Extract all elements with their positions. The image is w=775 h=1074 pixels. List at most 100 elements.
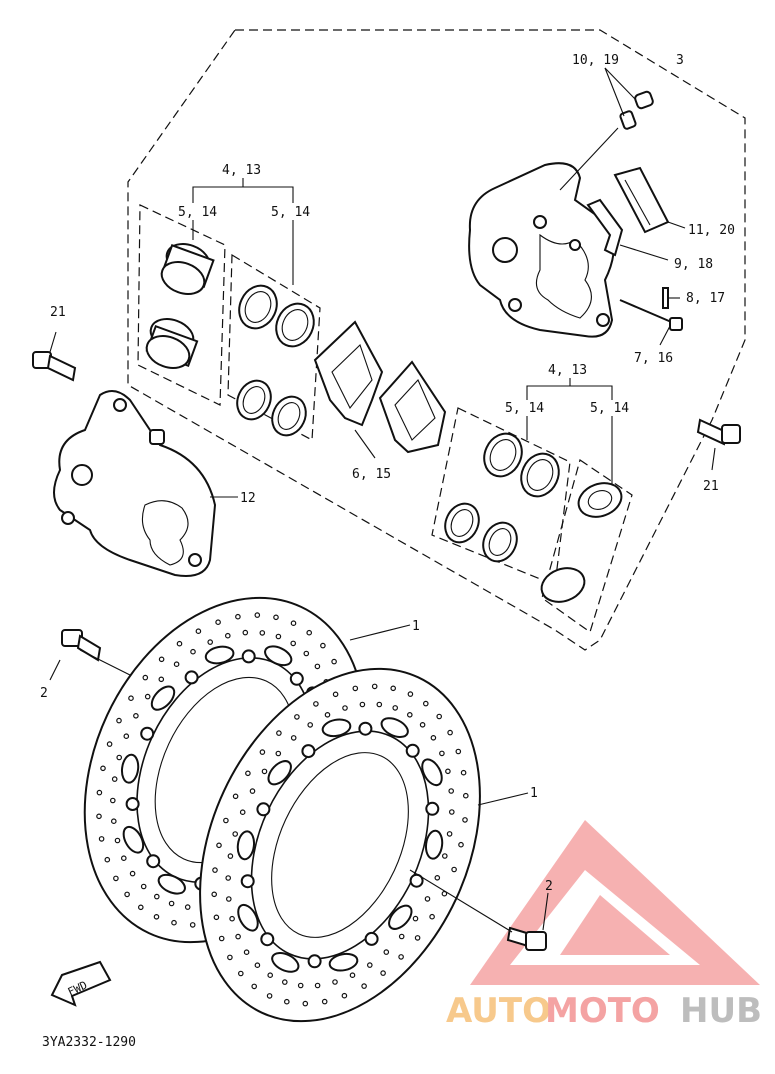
rotor-drill-hole [313,701,319,707]
label-1-top: 1 [412,619,420,634]
rotor-drill-hole [429,913,435,920]
rotor-drill-hole [320,642,326,649]
rotor-drill-hole [229,915,235,922]
rotor-rivet [256,802,271,817]
rotor-bolt-left [49,629,131,681]
rotor-drill-hole [321,998,328,1005]
label-7-16: 7, 16 [634,351,673,366]
rotor-drill-hole [458,841,464,848]
rotor-carrier-slot [267,760,292,786]
rotor-drill-hole [434,874,441,881]
rotor-drill-hole [275,633,282,640]
rotor-drill-hole [171,919,177,926]
rotor-drill-hole [341,992,348,999]
rotor-drill-hole [227,853,234,859]
rotor-drill-hole [227,954,233,961]
rotor-carrier-slot [264,645,293,667]
rotor-drill-hole [207,639,214,645]
rotor-drill-hole [96,813,102,820]
rotor-drill-hole [276,730,282,736]
rotor-drill-hole [406,711,413,718]
rotor-drill-hole [239,809,246,816]
rotor-drill-hole [390,685,397,692]
rotor-carrier-slot [236,830,256,861]
rotor-drill-hole [290,620,297,627]
rotor-drill-hole [398,933,405,940]
rotor-drill-hole [445,768,451,775]
rotor-drill-hole [123,733,130,740]
label-10-19: 10, 19 [572,53,619,68]
rotor-drill-hole [173,661,180,668]
rotor-drill-hole [110,797,116,804]
rotor-drill-hole [195,628,202,635]
rotor-drill-hole [106,741,113,747]
rotor-drill-hole [259,630,266,636]
label-5-14-c: 5, 14 [505,401,544,416]
label-9-18: 9, 18 [674,257,713,272]
rotor-drill-hole [232,831,239,837]
rotor-drill-hole [314,663,321,670]
pad-clip [586,198,669,261]
watermark-triangle-core [560,895,670,955]
rotor-drill-hole [111,776,118,782]
rotor-drill-hole [238,970,244,977]
rotor-drill-hole [98,836,105,842]
rotor-drill-hole [290,640,297,647]
rotor-drill-hole [158,656,165,663]
rotor-drill-hole [184,904,191,910]
label-3: 3 [676,53,684,68]
rotor-rivet [260,932,275,947]
rotor-drill-hole [352,685,359,692]
rotor-drill-hole [306,629,313,636]
rotor-drill-hole [283,998,290,1005]
rotor-drill-hole [168,900,175,907]
watermark-logo: AUTO MOTO HUB [446,820,762,1031]
rotor-drill-hole [383,949,390,955]
rotor-drill-hole [342,705,348,711]
rotor-carrier-slot [328,952,359,972]
rotor-drill-hole [281,979,288,985]
rotor-drill-hole [460,769,467,776]
rotor-drill-hole [111,818,117,825]
rotor-drill-hole [254,962,261,969]
rotor-drill-hole [424,896,431,902]
rotor-drill-hole [307,722,314,728]
rotor-carrier-slot [321,718,352,738]
rotor-drill-hole [447,729,453,736]
rotor-drill-hole [114,837,121,844]
rotor-rivet [140,726,155,741]
rotor-drill-hole [455,748,462,755]
rotor-drill-hole [376,701,383,708]
pad-spring [613,166,686,234]
label-2-right: 2 [545,879,553,894]
caliper-assembly-outline [127,29,746,651]
rotor-drill-hole [128,695,134,702]
rotor-drill-hole [225,632,231,639]
rotor-drill-hole [133,712,139,719]
rotor-drill-hole [232,793,239,800]
rotor-drill-hole [216,842,222,849]
rotor-drill-hole [392,705,399,711]
rotor-rivet [364,931,379,946]
rotor-drill-hole [462,817,468,823]
rotor-drill-hole [303,650,310,657]
rotor-drill-hole [121,855,127,862]
rotor-rivet [289,671,304,686]
rotor-drill-hole [380,970,386,976]
rotor-drill-hole [96,789,103,796]
rotor-drill-hole [314,982,321,989]
rotor-bolt-right [409,869,549,951]
rotor-carrier-slot [388,904,413,930]
brake-rotor-front [199,667,529,1023]
label-5-14-b: 5, 14 [271,205,310,220]
rotor-carrier-slot [237,903,259,932]
rotor-drill-hole [371,683,378,690]
rotor-drill-hole [294,714,300,720]
rotor-drill-hole [124,891,130,898]
rotor-drill-hole [212,867,218,873]
rotor-drill-hole [422,700,429,707]
watermark-moto: MOTO [545,991,660,1031]
rotor-drill-hole [261,768,268,775]
diagram-code: 3YA2332-1290 [42,1035,136,1050]
